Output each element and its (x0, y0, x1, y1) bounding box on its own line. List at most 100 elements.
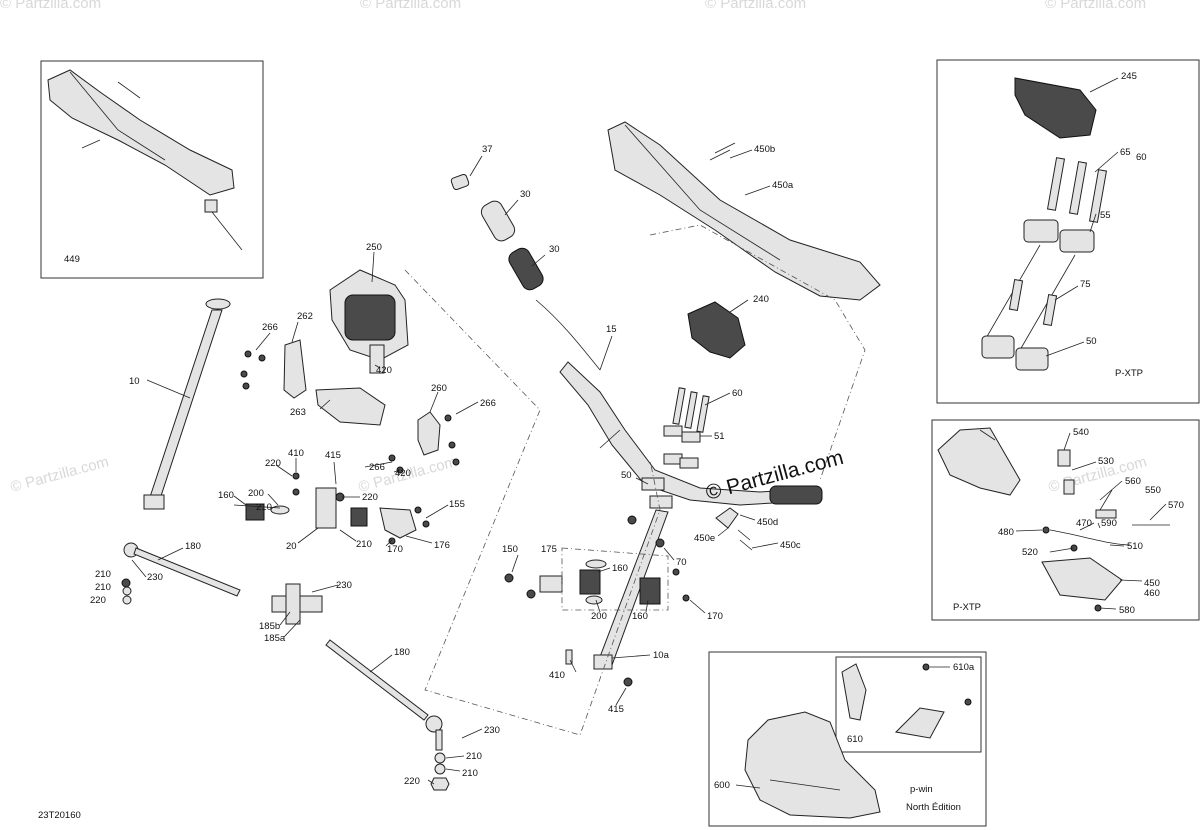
tie-rod-180-lower-part (325, 639, 450, 791)
group-outline-bushing (561, 547, 669, 611)
callout-210: 210 (462, 768, 478, 779)
callout-65: 65 (1120, 147, 1131, 158)
callout-55: 55 (1100, 210, 1111, 221)
callout-170: 170 (707, 611, 723, 622)
bushing-group-175-parts (504, 559, 690, 605)
callout-180: 180 (394, 647, 410, 658)
callout-266: 266 (480, 398, 496, 409)
callout-450a: 450a (772, 180, 794, 191)
label-pxtp: P-XTP (1115, 368, 1143, 379)
relay-185-part (271, 583, 323, 625)
callout-540: 540 (1073, 427, 1089, 438)
callout-210: 210 (356, 539, 372, 550)
callout-230: 230 (336, 580, 352, 591)
callout-530: 530 (1098, 456, 1114, 467)
fasteners-266 (240, 350, 460, 474)
bracket-260-part (417, 411, 441, 456)
callout-250: 250 (366, 242, 382, 253)
callout-420: 420 (395, 468, 411, 479)
windshield-600-part (744, 711, 881, 819)
watermark-faint: © Partzilla.com (360, 0, 461, 12)
callout-450d: 450d (757, 517, 778, 528)
steering-shaft-10-part (143, 298, 231, 510)
callout-262: 262 (297, 311, 313, 322)
label-pxtp: P-XTP (953, 602, 981, 613)
callout-200: 200 (591, 611, 607, 622)
callout-10: 10 (129, 376, 140, 387)
watermark-faint: © Partzilla.com (9, 453, 111, 496)
callout-415: 415 (325, 450, 341, 461)
callout-410: 410 (549, 670, 565, 681)
handlebar-15-part (559, 361, 823, 506)
tie-rod-180-upper-part (121, 542, 241, 605)
group-outline-steering (404, 269, 661, 736)
callout-610: 610 (847, 734, 863, 745)
callout-410: 410 (288, 448, 304, 459)
inset-pwin-frame (708, 651, 987, 827)
callout-230: 230 (484, 725, 500, 736)
bracket-262-part (283, 339, 307, 399)
callout-245: 245 (1121, 71, 1137, 82)
bracket-610-parts (841, 663, 972, 739)
leader-lines (131, 77, 1167, 789)
callout-220: 220 (90, 595, 106, 606)
callout-170: 170 (387, 544, 403, 555)
callout-60: 60 (1136, 152, 1147, 163)
callout-510: 510 (1127, 541, 1143, 552)
callout-210: 210 (256, 502, 272, 513)
watermark-faint: © Partzilla.com (705, 0, 806, 12)
grip-parts (450, 173, 601, 371)
callout-50: 50 (1086, 336, 1097, 347)
label-pwin: p-win (910, 784, 933, 795)
callout-600: 600 (714, 780, 730, 791)
callout-20: 20 (286, 541, 297, 552)
callout-150: 150 (502, 544, 518, 555)
callout-185a: 185a (264, 633, 286, 644)
callout-230: 230 (147, 572, 163, 583)
callout-263: 263 (290, 407, 306, 418)
callout-30: 30 (520, 189, 531, 200)
callout-176: 176 (434, 540, 450, 551)
inset-pxtp-riser-frame (936, 59, 1200, 404)
label-north-edition: North Édition (906, 802, 961, 813)
callout-200: 200 (248, 488, 264, 499)
callout-580: 580 (1119, 605, 1135, 616)
callout-160: 160 (218, 490, 234, 501)
callout-520: 520 (1022, 547, 1038, 558)
callout-10a: 10a (653, 650, 670, 661)
handguard-450a-part (607, 121, 881, 301)
callout-450: 450 (1144, 578, 1160, 589)
callout-220: 220 (362, 492, 378, 503)
callout-37: 37 (482, 144, 493, 155)
handguard-449-part (47, 69, 243, 251)
watermark-faint: © Partzilla.com (0, 0, 101, 12)
inset-449-frame (40, 60, 264, 279)
callout-570: 570 (1168, 500, 1184, 511)
callout-450c: 450c (780, 540, 801, 551)
steering-column-10a-part (565, 509, 669, 687)
callout-240: 240 (753, 294, 769, 305)
callout-180: 180 (185, 541, 201, 552)
callout-450e: 450e (694, 533, 715, 544)
callout-450b: 450b (754, 144, 775, 155)
callout-160: 160 (632, 611, 648, 622)
inset-pxtp-handguard-frame (931, 419, 1200, 621)
callout-610a: 610a (953, 662, 975, 673)
callout-449: 449 (64, 254, 80, 265)
callout-30: 30 (549, 244, 560, 255)
handguard-pxtp-parts (937, 427, 1170, 612)
callout-590: 590 (1101, 518, 1117, 529)
callout-75: 75 (1080, 279, 1091, 290)
callout-470: 470 (1076, 518, 1092, 529)
callout-550: 550 (1145, 485, 1161, 496)
handguard-mount-parts (627, 507, 753, 551)
callout-220: 220 (404, 776, 420, 787)
callout-560: 560 (1125, 476, 1141, 487)
inset-610-frame (835, 656, 982, 753)
callout-266: 266 (262, 322, 278, 333)
callout-70: 70 (676, 557, 687, 568)
callout-15: 15 (606, 324, 617, 335)
bracket-263-part (315, 387, 386, 426)
riser-parts-pxtp (981, 77, 1108, 371)
callout-220: 220 (265, 458, 281, 469)
